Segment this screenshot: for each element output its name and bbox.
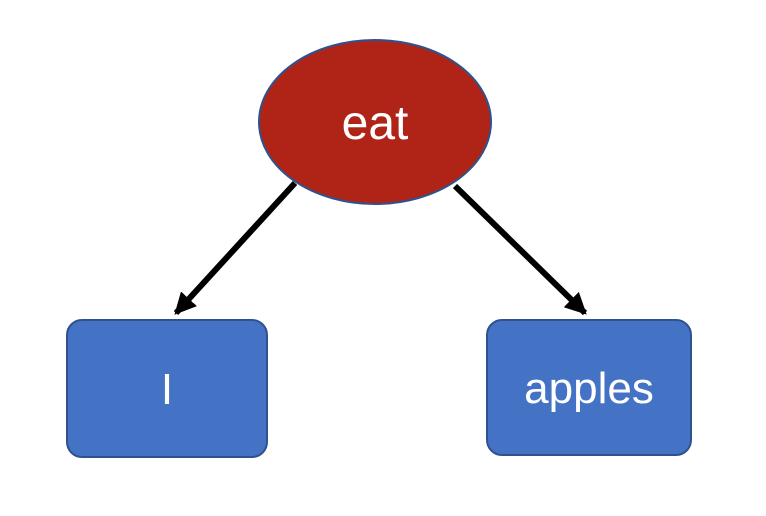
root-node-ellipse: [258, 39, 492, 205]
edge-eat-to-i: [173, 180, 298, 316]
root-node-label: eat: [342, 97, 409, 150]
child-node-right-label: apples: [524, 364, 654, 413]
child-node-right-box: [486, 319, 692, 456]
child-node-left-box: [66, 319, 268, 458]
child-node-left-label: I: [161, 365, 173, 414]
edge-eat-to-apples: [452, 183, 588, 316]
